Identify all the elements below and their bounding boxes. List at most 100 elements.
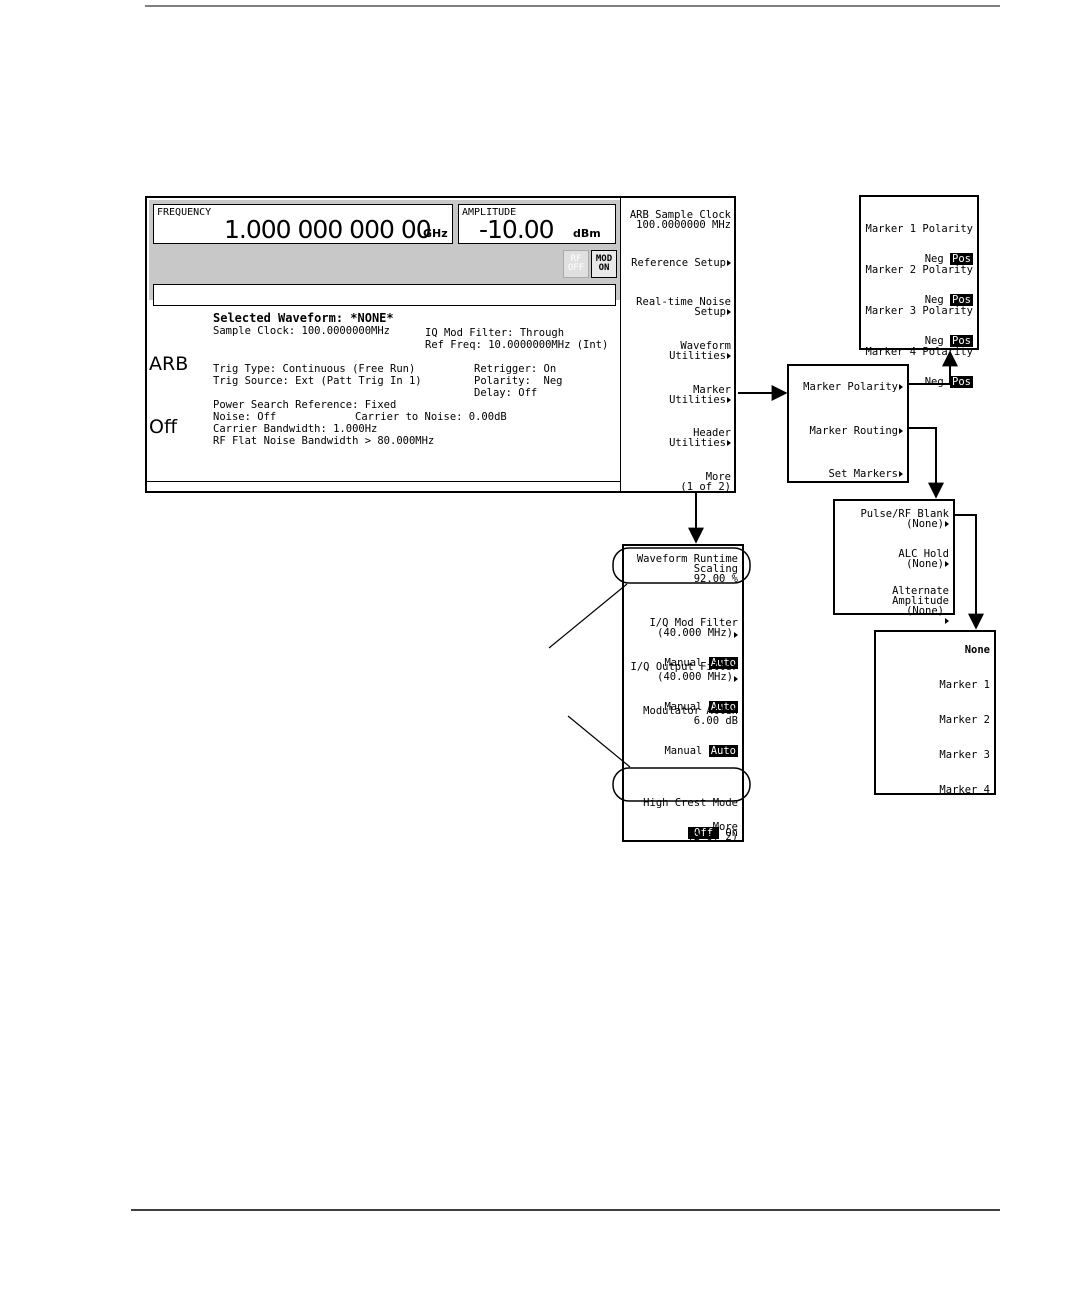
softkey-none[interactable]: None xyxy=(964,644,990,656)
iq-mod-filter-info: IQ Mod Filter: Through xyxy=(425,327,565,339)
softkey-marker-1-polarity[interactable]: Marker 1 Polarity Neg Pos xyxy=(866,204,973,284)
carrier-to-noise-info: Carrier to Noise: 0.00dB xyxy=(355,411,507,423)
header-utilities-label: Header Utilities xyxy=(669,427,731,449)
submenu-arrow-icon xyxy=(727,309,731,315)
noise-info: Noise: Off xyxy=(213,411,277,423)
modulator-atten-label: Modulator Atten 6.00 dB xyxy=(643,705,738,727)
callout-line-runtime-scaling xyxy=(548,583,628,649)
softkey-reference-setup[interactable]: Reference Setup xyxy=(631,258,731,268)
status-area: FREQUENCY 1.000 000 000 00 GHz AMPLITUDE… xyxy=(149,200,620,306)
softkey-alternate-amplitude[interactable]: Alternate Amplitude (None) xyxy=(892,586,949,624)
submenu-arrow-icon xyxy=(899,471,903,477)
submenu-arrow-icon xyxy=(727,397,731,403)
alternate-amplitude-label: Alternate Amplitude (None) xyxy=(892,585,949,617)
softkey-marker-routing[interactable]: Marker Routing xyxy=(809,426,903,436)
waveform-utilities-label: Waveform Utilities xyxy=(669,340,731,362)
info-bottom-rule xyxy=(147,481,620,482)
softkey-marker-2-polarity[interactable]: Marker 2 Polarity Neg Pos xyxy=(866,245,973,325)
marker-3-polarity-label: Marker 3 Polarity xyxy=(865,305,973,317)
submenu-arrow-icon xyxy=(945,561,949,567)
softkey-high-crest-mode[interactable]: High Crest Mode Off On xyxy=(643,778,738,858)
on-option: On xyxy=(725,827,738,839)
neg-option: Neg xyxy=(924,335,944,347)
softkey-pulse-rf-blank[interactable]: Pulse/RF Blank (None) xyxy=(860,509,949,529)
off-option-selected: Off xyxy=(688,827,720,839)
softkey-marker-4[interactable]: Marker 4 xyxy=(939,784,990,796)
retrigger-info: Retrigger: On xyxy=(474,363,557,375)
softkey-modulator-atten[interactable]: Modulator Atten 6.00 dB Manual Auto xyxy=(643,686,738,776)
selected-waveform: Selected Waveform: *NONE* xyxy=(213,311,394,325)
submenu-arrow-icon xyxy=(727,260,731,266)
neg-option: Neg xyxy=(924,253,944,265)
softkey-marker-polarity[interactable]: Marker Polarity xyxy=(803,382,903,392)
neg-option: Neg xyxy=(924,376,944,388)
softkey-header-utilities[interactable]: Header Utilities xyxy=(669,428,731,448)
softkey-marker-utilities[interactable]: Marker Utilities xyxy=(669,385,731,405)
frequency-label: FREQUENCY xyxy=(157,207,212,218)
info-area: ARB Off Selected Waveform: *NONE* Sample… xyxy=(149,308,620,493)
rf-off-indicator: RF OFF xyxy=(563,250,589,278)
rf-off-text: RF OFF xyxy=(567,254,585,273)
delay-info: Delay: Off xyxy=(474,387,538,399)
auto-option-selected: Auto xyxy=(708,745,738,757)
carrier-bw-info: Carrier Bandwidth: 1.000Hz xyxy=(213,423,378,435)
pulse-rf-blank-label: Pulse/RF Blank (None) xyxy=(860,508,949,530)
softkey-marker-1[interactable]: Marker 1 xyxy=(939,679,990,691)
highlight-high-crest-mode xyxy=(612,767,751,802)
softkey-marker-3-polarity[interactable]: Marker 3 Polarity Neg Pos xyxy=(866,286,973,366)
alc-hold-label: ALC Hold (None) xyxy=(898,548,949,570)
trig-source-info: Trig Source: Ext (Patt Trig In 1) xyxy=(213,375,422,387)
softkey-alc-hold[interactable]: ALC Hold (None) xyxy=(898,549,949,569)
softkey-waveform-runtime-scaling[interactable]: Waveform Runtime Scaling 92.00 % xyxy=(636,553,738,585)
arb-state: ARB Off xyxy=(149,312,188,480)
pos-option-selected: Pos xyxy=(950,294,973,306)
pos-option-selected: Pos xyxy=(950,253,973,265)
softkey-set-markers[interactable]: Set Markers xyxy=(828,469,903,479)
pos-option-selected: Pos xyxy=(950,335,973,347)
softkey-column-page1: ARB Sample Clock 100.0000000 MHz Referen… xyxy=(620,198,735,493)
power-search-info: Power Search Reference: Fixed xyxy=(213,399,397,411)
softkey-realtime-noise-setup[interactable]: Real-time Noise Setup xyxy=(636,297,731,317)
marker-utilities-menu: Marker Polarity Marker Routing Set Marke… xyxy=(787,364,909,483)
auto-option-selected: Auto xyxy=(708,701,738,713)
neg-option: Neg xyxy=(924,294,944,306)
softkey-more-1-of-2[interactable]: More (1 of 2) xyxy=(680,471,731,493)
softkey-arb-sample-clock[interactable]: ARB Sample Clock 100.0000000 MHz xyxy=(629,209,731,231)
iq-mod-filter-label: I/Q Mod Filter (40.000 MHz) xyxy=(649,617,738,639)
submenu-arrow-icon xyxy=(727,353,731,359)
instrument-display: FREQUENCY 1.000 000 000 00 GHz AMPLITUDE… xyxy=(145,196,736,493)
softkey-iq-output-filter[interactable]: I/Q Output Filter (40.000 MHz) Manual Au… xyxy=(631,642,738,732)
softkey-waveform-utilities[interactable]: Waveform Utilities xyxy=(669,341,731,361)
marker-1-polarity-label: Marker 1 Polarity xyxy=(865,223,973,235)
submenu-arrow-icon xyxy=(945,521,949,527)
trig-type-info: Trig Type: Continuous (Free Run) xyxy=(213,363,416,375)
iq-output-filter-label: I/Q Output Filter (40.000 MHz) xyxy=(630,661,738,683)
softkey-iq-mod-filter[interactable]: I/Q Mod Filter (40.000 MHz) Manual Auto xyxy=(649,598,738,688)
arb-off-label: Off xyxy=(149,416,178,438)
pos-option-selected: Pos xyxy=(950,376,973,388)
submenu-arrow-icon xyxy=(899,384,903,390)
arrow-marker-polarity xyxy=(909,350,958,385)
frequency-field[interactable]: FREQUENCY 1.000 000 000 00 GHz xyxy=(153,204,453,244)
submenu-arrow-icon xyxy=(734,676,738,682)
softkey-marker-3[interactable]: Marker 3 xyxy=(939,749,990,761)
amplitude-field[interactable]: AMPLITUDE -10.00 dBm xyxy=(458,204,616,244)
mod-on-indicator: MOD ON xyxy=(591,250,617,278)
marker-utilities-label: Marker Utilities xyxy=(669,384,731,406)
softkey-marker-2[interactable]: Marker 2 xyxy=(939,714,990,726)
realtime-noise-label: Real-time Noise Setup xyxy=(636,296,731,318)
amplitude-label: AMPLITUDE xyxy=(462,207,517,218)
manual-option: Manual xyxy=(664,657,703,669)
amplitude-value: -10.00 xyxy=(479,215,555,244)
frequency-value: 1.000 000 000 00 xyxy=(224,215,432,244)
arrow-marker-routing xyxy=(909,427,944,499)
softkey-column-page2: Waveform Runtime Scaling 92.00 % I/Q Mod… xyxy=(622,544,744,842)
softkey-more-2-of-2[interactable]: More (2 of 2) xyxy=(687,821,738,843)
marker-routing-label: Marker Routing xyxy=(809,425,898,437)
high-crest-mode-label: High Crest Mode xyxy=(643,797,738,809)
submenu-arrow-icon xyxy=(734,632,738,638)
message-bar xyxy=(153,284,616,306)
highlight-runtime-scaling xyxy=(612,547,751,584)
marker-routing-menu: Pulse/RF Blank (None) ALC Hold (None) Al… xyxy=(833,499,955,624)
